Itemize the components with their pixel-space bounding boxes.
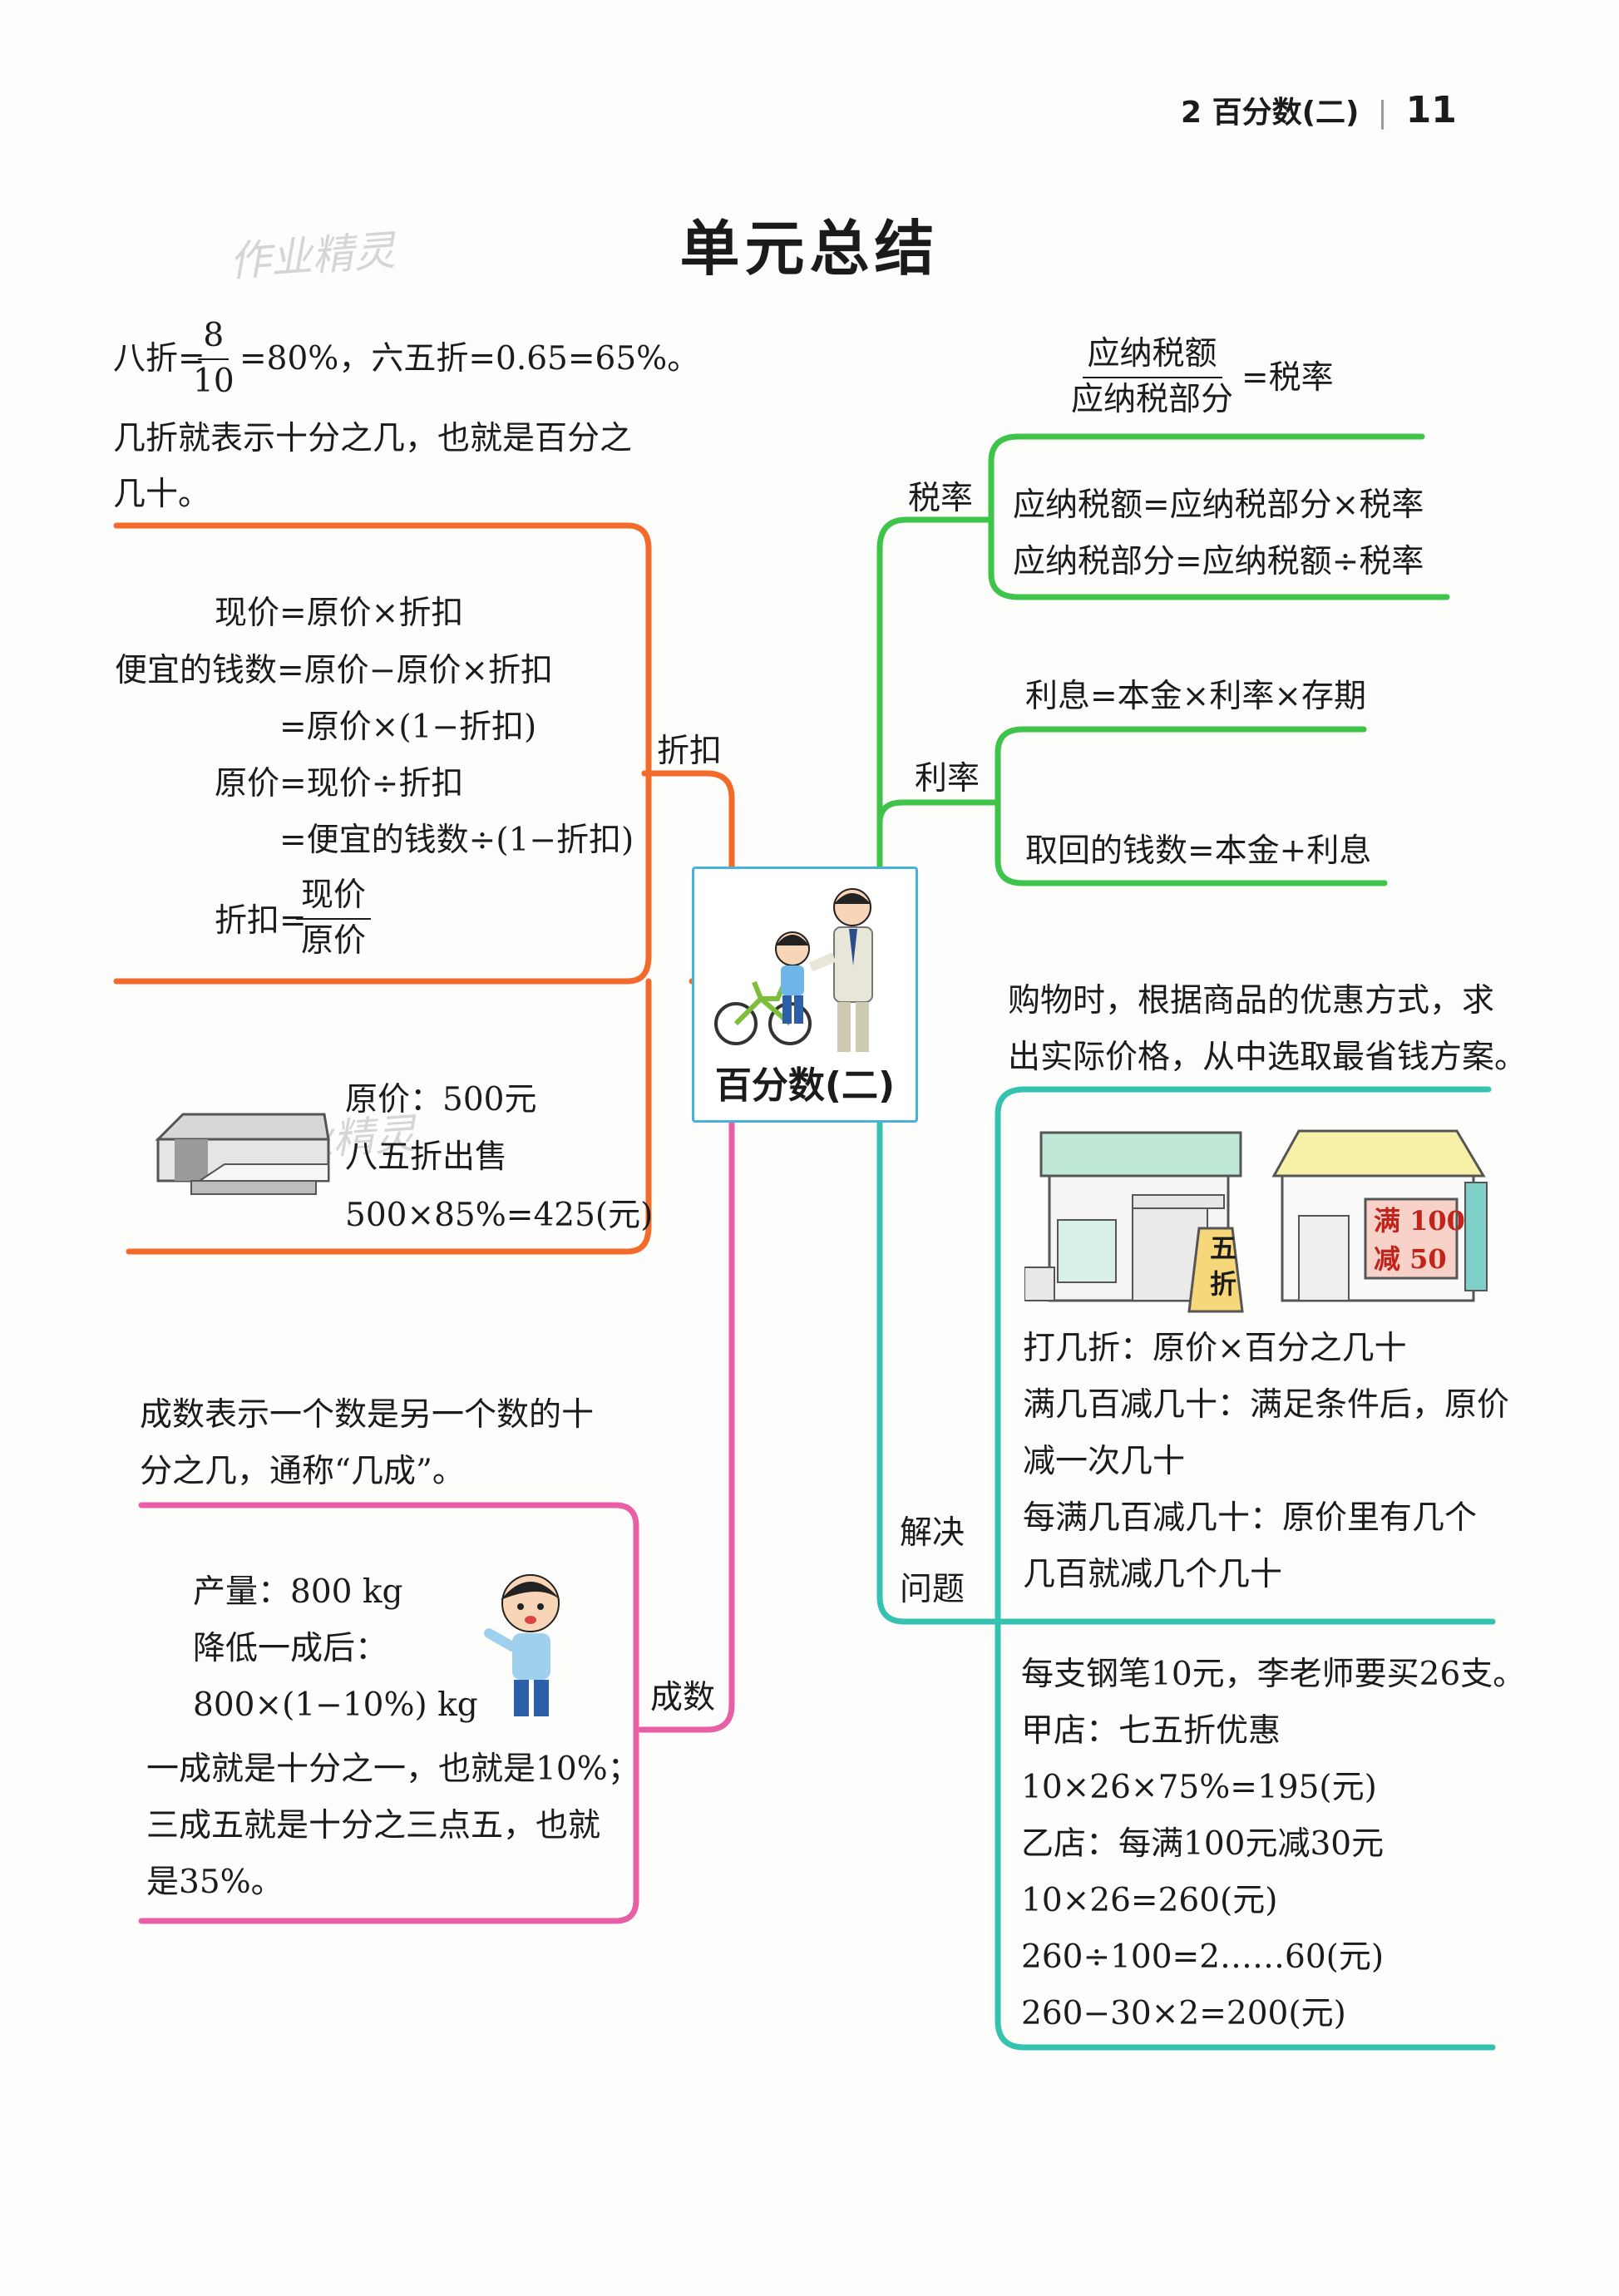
solve-rule-1: 打几折：原价×百分之几十 [1023, 1330, 1407, 1367]
interest-formula-1: 利息=本金×利率×存期 [1025, 678, 1367, 715]
discount-sign-text-1: 五 [1210, 1232, 1237, 1264]
discount-sign-text-2: 折 [1210, 1268, 1237, 1300]
solve-rule-5: 几百就减几个几十 [1023, 1556, 1283, 1593]
discount-example-line3: 500×85%=425(元) [345, 1197, 654, 1234]
teacher-boy-bicycle-illustration [714, 888, 873, 1052]
fraction-denominator: 应纳税部分 [1071, 380, 1234, 418]
discount-intro-fraction: 8 10 [193, 317, 234, 401]
fraction-numerator: 8 [198, 317, 230, 360]
interest-branch-line [876, 799, 1001, 835]
solve-rule-3: 减一次几十 [1023, 1443, 1186, 1480]
solve-intro-line2: 出实际价格，从中选取最省钱方案。 [1008, 1039, 1528, 1076]
interest-bracket [995, 726, 1388, 886]
tax-bracket [988, 433, 1450, 600]
solve-example-line4: 乙店：每满100元减30元 [1021, 1825, 1385, 1863]
discount-formula-1: 现价=原价×折扣 [215, 595, 464, 632]
tax-fraction: 应纳税额 应纳税部分 [1071, 335, 1234, 419]
discount-formula-6-fraction: 现价 原价 [296, 876, 372, 960]
chapter-title: 2 百分数(二) [1181, 96, 1360, 130]
tax-fraction-suffix: =税率 [1241, 359, 1334, 397]
discount-formula-5: =便宜的钱数÷(1−折扣) [279, 822, 634, 859]
solve-intro-line1: 购物时，根据商品的优惠方式，求 [1008, 982, 1495, 1020]
chengshu-intro-line1: 成数表示一个数是另一个数的十 [140, 1396, 595, 1434]
promotion-sign-text-2: 减 50 [1374, 1243, 1447, 1275]
solve-bracket [995, 1086, 1496, 2051]
branch-label-tax: 税率 [908, 480, 974, 517]
discount-intro-line3: 几十。 [113, 476, 211, 513]
chengshu-note-line2: 三成五就是十分之三点五，也就 [146, 1807, 601, 1844]
promotion-sign-board [1364, 1197, 1459, 1280]
tax-branch-line [876, 516, 993, 870]
shops-illustration [1024, 1129, 1488, 1313]
center-node: 百分数(二) [692, 867, 918, 1123]
discount-formula-6-prefix: 折扣= [215, 902, 307, 940]
chengshu-example-line1: 产量：800 kg [193, 1573, 403, 1611]
chengshu-note-line1: 一成就是十分之一，也就是10%； [146, 1750, 640, 1788]
fraction-denominator: 10 [193, 362, 234, 400]
solve-example-line5: 10×26=260(元) [1021, 1882, 1278, 1919]
page-number: 11 [1405, 89, 1457, 131]
printer-illustration [155, 1113, 330, 1195]
fraction-numerator: 应纳税额 [1082, 335, 1222, 378]
discount-formula-4: 原价=现价÷折扣 [215, 765, 464, 802]
interest-formula-2: 取回的钱数=本金+利息 [1025, 832, 1372, 870]
chengshu-bracket [138, 1502, 639, 1924]
solve-rule-2: 满几百减几十：满足条件后，原价 [1023, 1386, 1510, 1424]
header-separator: | [1377, 96, 1388, 130]
solve-branch-line [876, 1119, 1001, 1625]
promotion-sign-text-1: 满 100 [1374, 1205, 1465, 1237]
tax-formula-1: 应纳税额=应纳税部分×税率 [1013, 486, 1424, 524]
branch-label-chengshu: 成数 [650, 1679, 716, 1716]
chengshu-note-line3: 是35%。 [146, 1864, 284, 1901]
discount-example-line1: 原价：500元 [345, 1081, 537, 1118]
boy-illustration [484, 1574, 560, 1716]
discount-example-line2: 八五折出售 [345, 1138, 508, 1176]
page-title: 单元总结 [679, 214, 940, 284]
solve-example-line3: 10×26×75%=195(元) [1021, 1769, 1377, 1806]
discount-intro-line1-prefix: 八折= [113, 340, 205, 378]
solve-example-line2: 甲店：七五折优惠 [1021, 1712, 1281, 1750]
branch-label-solve-2: 问题 [900, 1571, 965, 1608]
branch-label-discount: 折扣 [657, 733, 723, 770]
fraction-numerator: 现价 [296, 876, 372, 920]
tax-formula-2: 应纳税部分=应纳税额÷税率 [1013, 543, 1424, 580]
chengshu-branch-line [637, 1119, 735, 1733]
discount-formula-bracket [113, 522, 652, 985]
page-header: 2 百分数(二) | 11 [1181, 88, 1457, 131]
solve-example-line6: 260÷100=2……60(元) [1021, 1938, 1385, 1976]
branch-label-solve-1: 解决 [900, 1514, 965, 1552]
discount-formula-3: =原价×(1−折扣) [279, 709, 537, 746]
watermark-logo: 作业精灵 [227, 226, 397, 286]
discount-example-bracket [126, 770, 652, 1255]
solve-rule-4: 每满几百减几十：原价里有几个 [1023, 1499, 1478, 1537]
fraction-denominator: 原价 [301, 921, 367, 960]
solve-example-line7: 260−30×2=200(元) [1021, 1995, 1346, 2032]
chengshu-intro-line2: 分之几，通称“几成”。 [140, 1453, 465, 1490]
chengshu-example-line2: 降低一成后： [193, 1630, 388, 1667]
solve-example-line1: 每支钢笔10元，李老师要买26支。 [1021, 1656, 1526, 1693]
discount-sign-board [1187, 1227, 1244, 1313]
discount-intro-line1-suffix: =80%，六五折=0.65=65%。 [239, 340, 700, 378]
branch-label-interest: 利率 [915, 760, 980, 797]
discount-formula-2: 便宜的钱数=原价−原价×折扣 [115, 652, 554, 689]
discount-intro-line2: 几折就表示十分之几，也就是百分之 [113, 420, 633, 457]
chengshu-example-line3: 800×(1−10%) kg [193, 1686, 478, 1724]
center-label: 百分数(二) [714, 1064, 896, 1107]
